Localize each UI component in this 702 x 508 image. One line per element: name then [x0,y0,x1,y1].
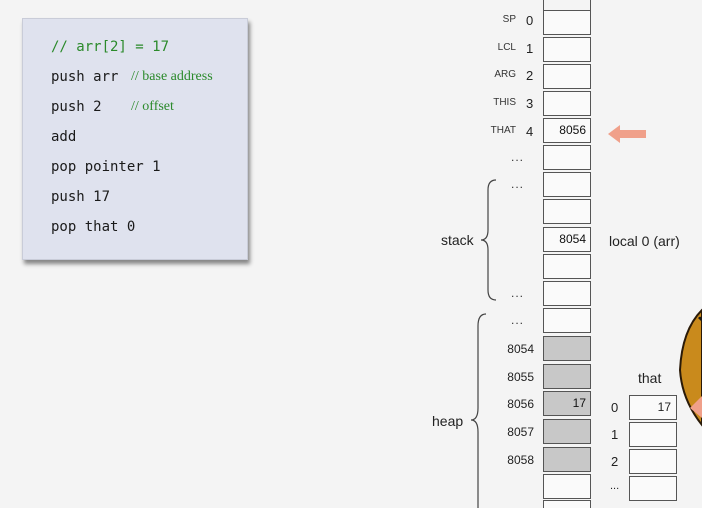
mascot-figure-icon [678,308,702,427]
that-index-0: 0 [611,400,619,415]
stack-label: stack [441,232,474,248]
heap-label: heap [432,413,464,429]
heap-addr-8058: 8058 [507,453,534,467]
heap-addr-8056: 8056 [507,397,534,411]
that-index-ellipsis: ... [610,480,620,492]
code-line-pop-pointer: pop pointer 1 [51,159,161,175]
code-line-add: add [51,129,77,145]
ram-cell-8055 [543,364,591,389]
ram-cell-8058 [543,447,591,472]
ram-cell-arg [543,64,591,89]
reg-label-arg: ARG [494,69,516,80]
ram-cell-8056: 17 [543,391,591,416]
ram-column-top [543,0,591,10]
ram-cell-heap-after [543,474,591,499]
that-index-2: 2 [611,454,619,469]
ram-cell-heap-0 [543,308,591,333]
reg-label-lcl: LCL [497,42,516,53]
heap-brace-icon [470,313,487,508]
ram-cell-heap-cutoff [543,500,591,508]
reg-label-this: THIS [493,97,516,108]
that-cell-2 [629,449,677,474]
ram-cell-stack-1 [543,172,591,197]
ram-cell-local0: 8054 [543,227,591,252]
reg-label-that: THAT [490,125,516,136]
ram-cell-8057 [543,419,591,444]
ram-cell-sp [543,10,591,35]
ram-cell-stack-5 [543,281,591,306]
heap-addr-8055: 8055 [507,370,534,384]
that-cell-1 [629,422,677,447]
ellipsis-stack-bottom: ... [511,286,525,300]
code-line-push-arr: push arr [51,69,119,85]
ellipsis-heap-top: ... [511,313,525,327]
reg-label-sp: SP [502,14,516,25]
code-comment-offset: // offset [131,99,174,114]
ram-cell-blank-1 [543,145,591,170]
ram-cell-8054 [543,336,591,361]
pointer-arrow-icon [608,125,646,143]
ram-cell-this [543,91,591,116]
reg-index-2: 2 [526,68,534,83]
ram-cell-stack-4 [543,254,591,279]
ram-cell-lcl [543,37,591,62]
code-line-push-2: push 2 [51,99,102,115]
code-line-pop-that: pop that 0 [51,219,136,235]
ellipsis-stack-top: ... [511,177,525,191]
reg-index-3: 3 [526,96,534,111]
heap-addr-8054: 8054 [507,342,534,356]
code-comment-base-address: // base address [131,69,213,84]
that-segment-title: that [638,370,662,386]
code-panel: // arr[2] = 17 push arr // base address … [22,18,248,260]
local0-label: local 0 (arr) [609,233,680,249]
ellipsis-after-registers: ... [511,150,525,164]
reg-index-1: 1 [526,41,534,56]
reg-index-0: 0 [526,13,534,28]
code-line-push-17: push 17 [51,189,111,205]
that-cell-0: 17 [629,395,677,420]
ram-cell-that: 8056 [543,118,591,143]
that-cell-3 [629,476,677,501]
heap-addr-8057: 8057 [507,425,534,439]
stack-brace-icon [480,179,497,301]
reg-index-4: 4 [526,124,534,139]
ram-cell-stack-2 [543,199,591,224]
code-comment-title: // arr[2] = 17 [51,39,170,55]
that-index-1: 1 [611,427,619,442]
